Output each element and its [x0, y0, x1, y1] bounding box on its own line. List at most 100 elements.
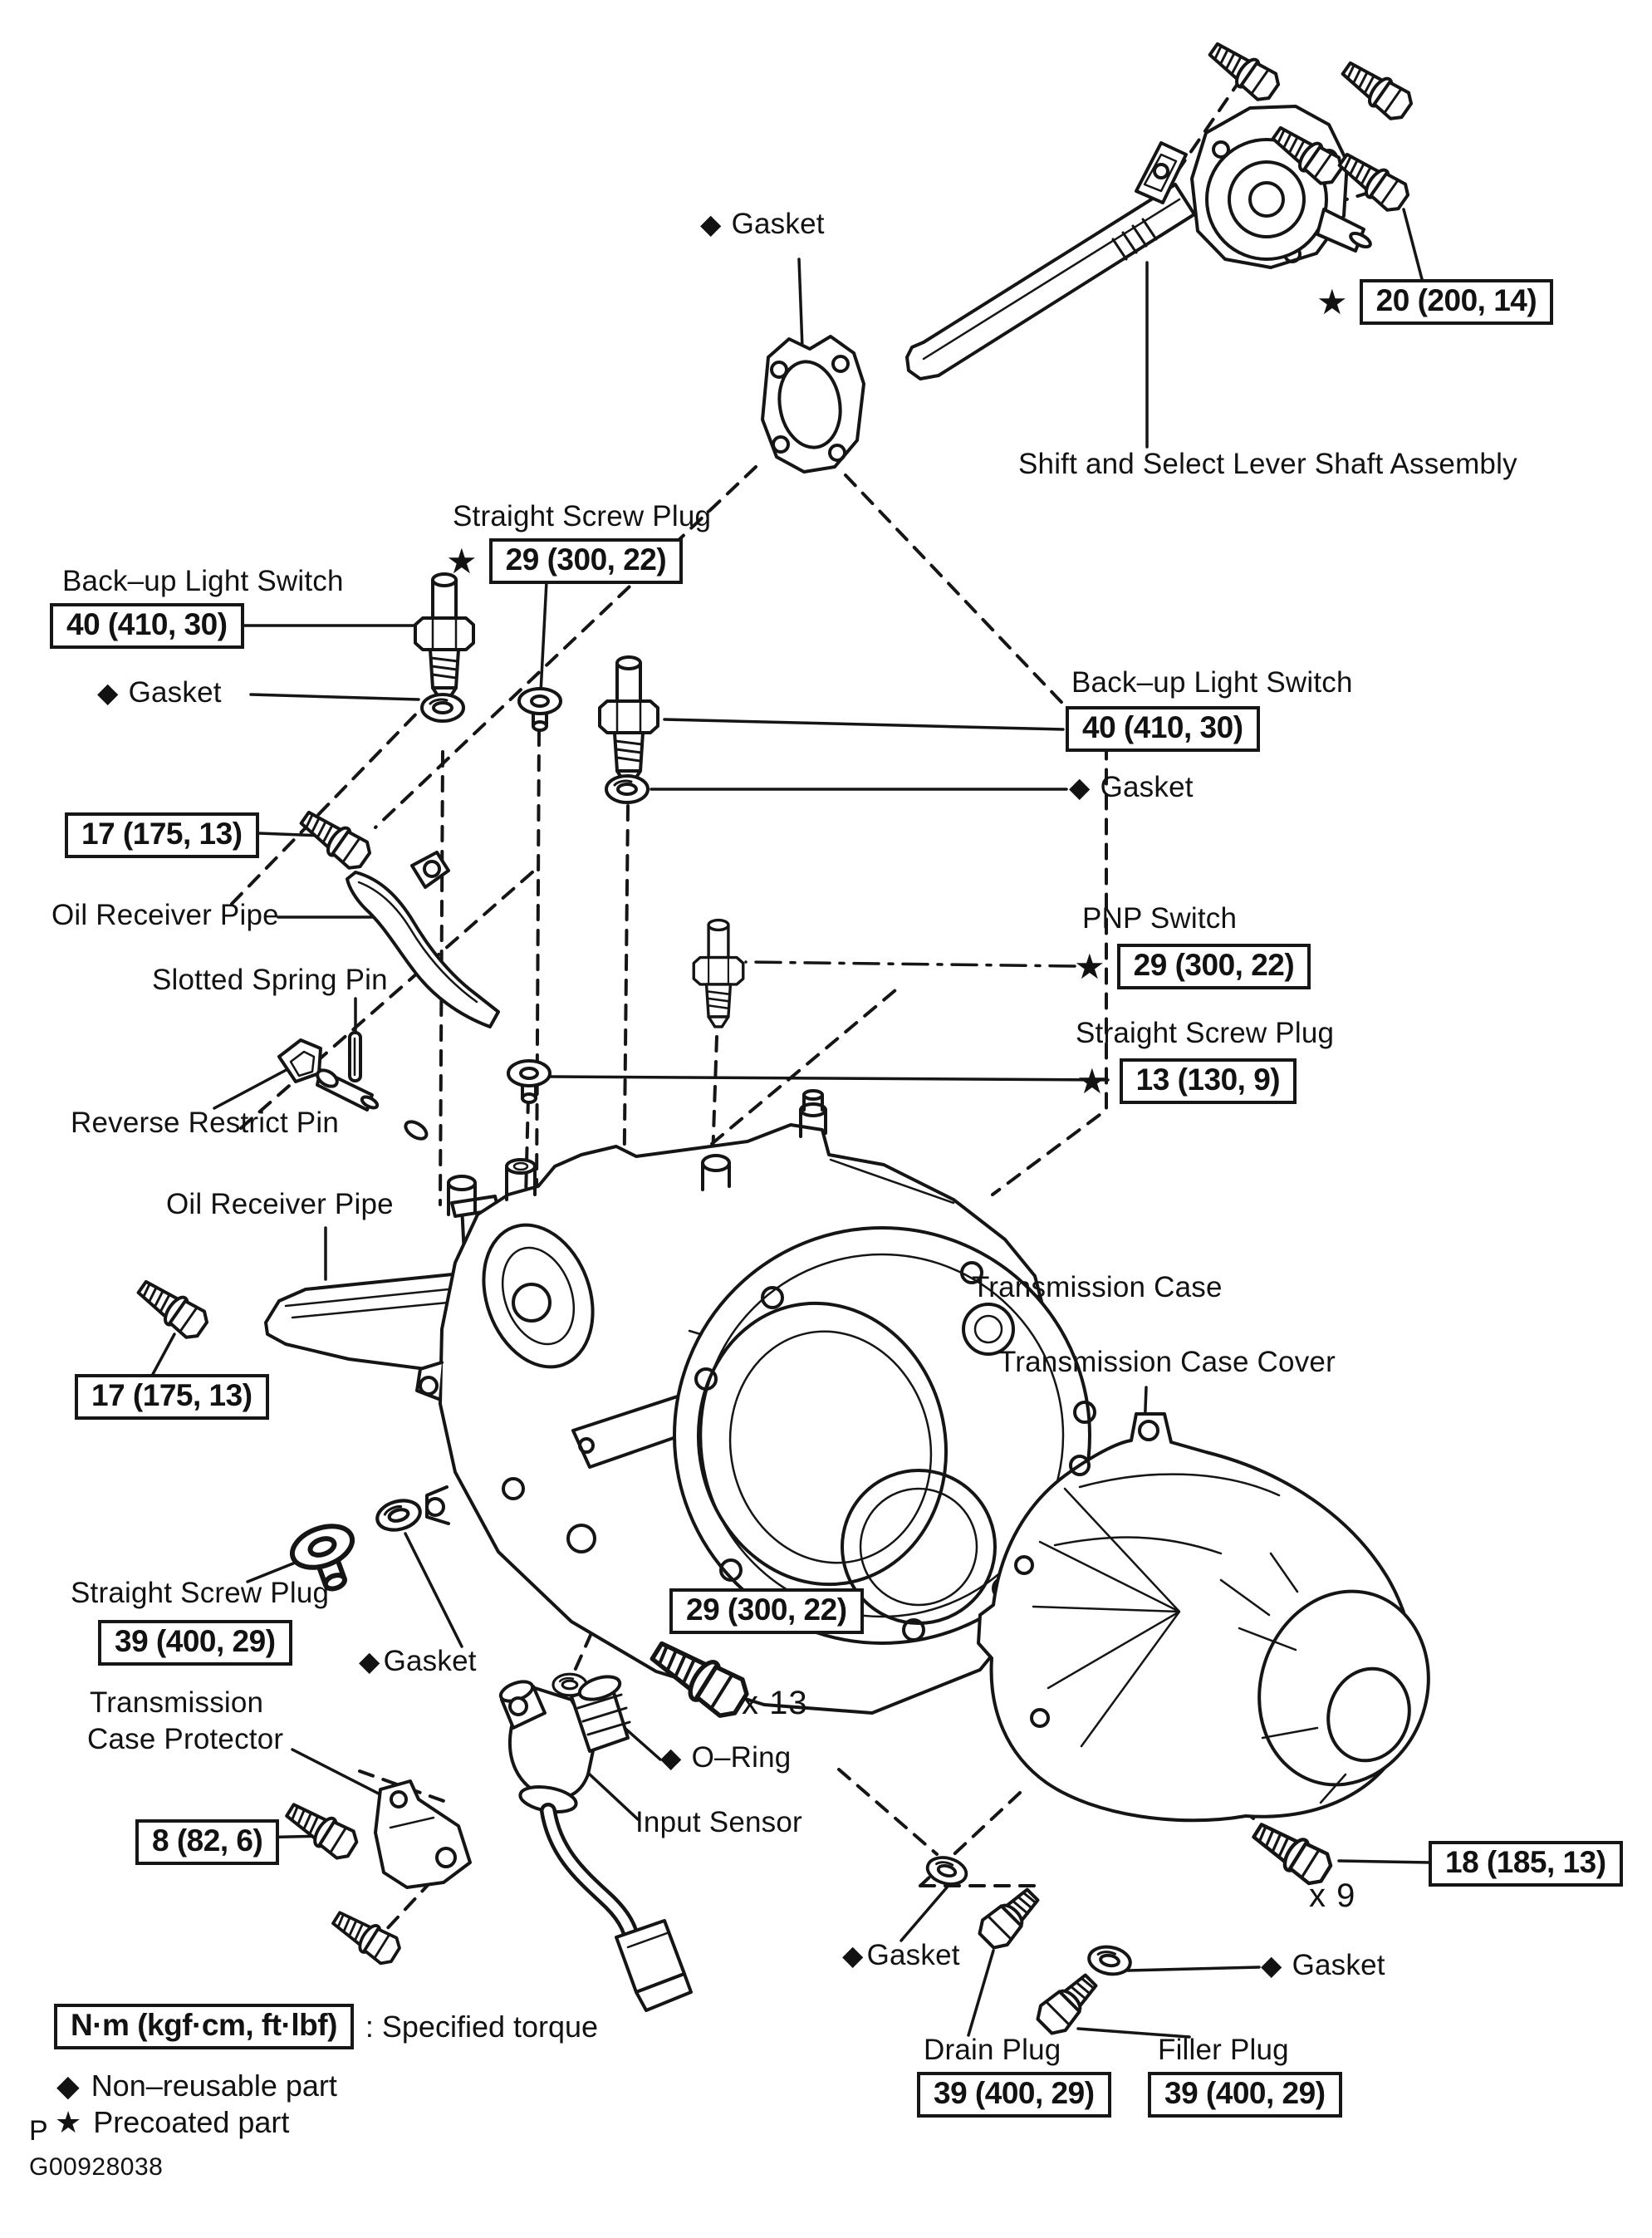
gasket-washer-plug39-drawing [374, 1496, 423, 1534]
multiplier-x9: x 9 [1309, 1877, 1356, 1914]
callout-filler-plug: Filler Plug [1158, 2034, 1289, 2066]
callout-oil-receiver-pipe-2: Oil Receiver Pipe [166, 1188, 394, 1220]
callout-slotted-spring-pin: Slotted Spring Pin [152, 964, 388, 996]
torque-8-callout: 8 (82, 6) [135, 1819, 280, 1865]
transmission-case-drawing [415, 1089, 1096, 1715]
callout-backup-switch-right-label: Back–up Light Switch [1071, 666, 1353, 699]
diamond-icon: ◆ [359, 1646, 380, 1677]
torque-40b-box: 40 (410, 30) [1066, 706, 1260, 752]
torque-40a-box: 40 (410, 30) [50, 603, 244, 649]
callout-straight-screw-plug-3: Straight Screw Plug [71, 1578, 329, 1609]
callout-gasket-plug39: ◆ Gasket [359, 1645, 477, 1677]
gasket-washer-left-drawing [420, 693, 465, 723]
torque-39b-box: 39 (400, 29) [917, 2072, 1111, 2118]
torque-29b-callout: ★ 29 (300, 22) [1074, 944, 1311, 989]
callout-pnp-switch-label: PNP Switch [1082, 902, 1238, 935]
bolt-17-lower-drawing [131, 1272, 213, 1344]
backup-light-switch-right-drawing [598, 655, 659, 784]
callout-transmission-case-label: Transmission Case [972, 1271, 1223, 1303]
input-sensor-drawing [498, 1675, 693, 2012]
callout-gasket-top-label: Gasket [731, 208, 825, 240]
legend-torque-unit-box: N·m (kgf·cm, ft·lbf) [54, 2004, 354, 2049]
callout-backup-switch-right: Back–up Light Switch [1071, 666, 1353, 699]
callout-gasket-right: ◆ Gasket [1069, 771, 1194, 803]
callout-backup-switch-left: Back–up Light Switch [62, 565, 344, 597]
protector-bolt-upper-drawing [280, 1795, 363, 1864]
straight-screw-plug-29-drawing [517, 687, 562, 732]
figure-number: G00928038 [29, 2153, 164, 2181]
shift-select-lever-shaft-assembly-drawing [404, 34, 1418, 1141]
callout-reverse-restrict-pin-label: Reverse Restrict Pin [71, 1107, 339, 1139]
callout-gasket-drain: ◆ Gasket [842, 1940, 960, 1971]
torque-29c-callout: 29 (300, 22) [669, 1588, 864, 1634]
protector-bolt-lower-drawing [326, 1903, 405, 1970]
torque-40b-callout: 40 (410, 30) [1066, 706, 1260, 752]
callout-shift-assembly-label: Shift and Select Lever Shaft Assembly [1018, 448, 1517, 480]
diamond-icon: ◆ [56, 2069, 80, 2103]
callout-transmission-case-cover: Transmission Case Cover [998, 1347, 1336, 1378]
gasket-washer-right-drawing [605, 774, 650, 804]
straight-screw-plug-13-drawing [507, 1059, 551, 1104]
torque-18-callout: 18 (185, 13) [1429, 1841, 1623, 1887]
diamond-icon: ◆ [1069, 772, 1091, 803]
callout-straight-screw-plug-1-label: Straight Screw Plug [453, 500, 712, 533]
torque-17b-box: 17 (175, 13) [75, 1374, 269, 1420]
star-icon: ★ [1076, 1061, 1108, 1101]
callout-pnp-switch: PNP Switch [1082, 902, 1238, 935]
reverse-restrict-pin-drawing [277, 1038, 380, 1112]
callout-gasket-left: ◆ Gasket [97, 677, 222, 709]
callout-straight-screw-plug-3-label: Straight Screw Plug [71, 1577, 330, 1609]
torque-29c-box: 29 (300, 22) [669, 1588, 864, 1634]
callout-transmission-case-cover-label: Transmission Case Cover [998, 1346, 1336, 1378]
callout-backup-switch-left-label: Back–up Light Switch [62, 565, 344, 597]
diamond-icon: ◆ [842, 1940, 864, 1971]
callout-oil-receiver-pipe-2-label: Oil Receiver Pipe [166, 1188, 394, 1220]
callout-gasket-top: ◆ Gasket [700, 209, 825, 240]
callout-oil-receiver-pipe-1: Oil Receiver Pipe [51, 899, 279, 931]
diamond-icon: ◆ [700, 209, 722, 240]
legend-precoated-label: Precoated part [93, 2105, 290, 2139]
star-icon: ★ [55, 2105, 82, 2139]
callout-oil-receiver-pipe-1-label: Oil Receiver Pipe [51, 899, 279, 931]
legend-non-reusable: ◆ Non–reusable part [56, 2069, 337, 2103]
callout-gasket-filler-label: Gasket [1292, 1949, 1385, 1981]
callout-gasket-plug39-label: Gasket [383, 1645, 477, 1677]
callout-o-ring-label: O–Ring [691, 1741, 792, 1774]
torque-13-box: 13 (130, 9) [1119, 1058, 1297, 1104]
callout-drain-plug: Drain Plug [924, 2034, 1061, 2066]
callout-input-sensor: Input Sensor [635, 1806, 802, 1838]
legend-torque: N·m (kgf·cm, ft·lbf) : Specified torque [54, 2004, 598, 2049]
torque-20-box: 20 (200, 14) [1359, 279, 1554, 325]
page-marker: P [29, 2115, 48, 2147]
gasket-plate-drawing [761, 335, 865, 474]
torque-39a-box: 39 (400, 29) [98, 1620, 292, 1666]
torque-39b-callout: 39 (400, 29) [917, 2072, 1111, 2118]
callout-straight-screw-plug-2-label: Straight Screw Plug [1076, 1017, 1335, 1049]
callout-slotted-spring-pin-label: Slotted Spring Pin [152, 964, 388, 996]
callout-straight-screw-plug-1: Straight Screw Plug [453, 500, 712, 533]
torque-17a-callout: 17 (175, 13) [65, 812, 259, 858]
backup-light-switch-left-drawing [414, 572, 475, 701]
legend-non-reusable-label: Non–reusable part [91, 2069, 337, 2103]
callout-input-sensor-label: Input Sensor [635, 1806, 802, 1838]
filler-plug-drawing [1032, 1968, 1103, 2039]
callout-case-protector-line2: Case Protector [87, 1723, 284, 1755]
diamond-icon: ◆ [97, 677, 119, 709]
callout-filler-plug-label: Filler Plug [1158, 2034, 1289, 2066]
callout-gasket-right-label: Gasket [1100, 771, 1194, 803]
torque-18-box: 18 (185, 13) [1429, 1841, 1623, 1887]
oil-receiver-pipe-1-drawing [346, 851, 500, 1028]
torque-40a-callout: 40 (410, 30) [50, 603, 244, 649]
star-icon: ★ [1316, 282, 1348, 321]
transmission-case-protector-drawing [374, 1779, 472, 1889]
pnp-switch-drawing [692, 918, 745, 1028]
torque-39c-callout: 39 (400, 29) [1148, 2072, 1342, 2118]
callout-case-protector-line2-label: Case Protector [87, 1723, 284, 1755]
callout-reverse-restrict-pin: Reverse Restrict Pin [71, 1107, 339, 1139]
torque-8-box: 8 (82, 6) [135, 1819, 280, 1865]
transmission-case-cover-drawing [977, 1412, 1430, 1823]
callout-o-ring: ◆ O–Ring [660, 1741, 792, 1774]
drain-plug-gasket-drawing [923, 1852, 971, 1890]
torque-29a-callout: ★ 29 (300, 22) [446, 538, 684, 584]
